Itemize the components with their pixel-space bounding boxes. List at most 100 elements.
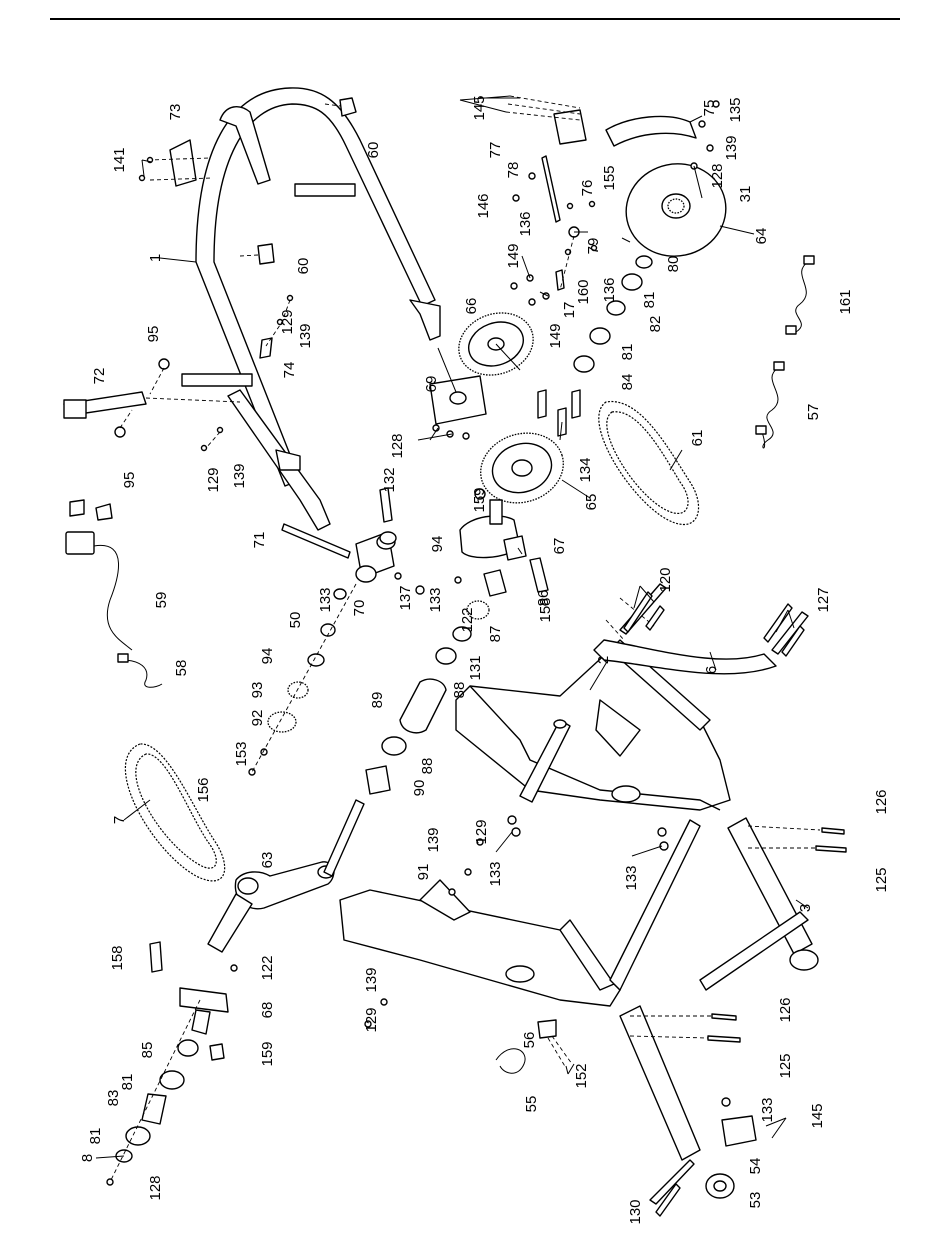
hub-67 — [454, 488, 549, 593]
part-label-p127: 127 — [815, 587, 832, 612]
part-label-p54: 54 — [747, 1158, 764, 1175]
crank-arm-63 — [207, 799, 365, 953]
part-label-p61: 61 — [689, 430, 706, 447]
part-label-p152: 152 — [573, 1063, 590, 1088]
part-label-p156: 156 — [195, 777, 212, 802]
part-label-p129d: 129 — [363, 1007, 380, 1032]
bearing-94a — [379, 531, 397, 545]
part-label-p93: 93 — [249, 682, 266, 699]
part-label-p133c: 133 — [487, 861, 504, 886]
part-label-p58: 58 — [173, 660, 190, 677]
belt-7 — [124, 743, 226, 882]
part-label-p81d: 81 — [87, 1128, 104, 1145]
part-label-p64: 64 — [753, 228, 770, 245]
part-label-p94b: 94 — [259, 648, 276, 665]
base-frame — [339, 819, 701, 1007]
wire-harness-161 — [785, 255, 815, 335]
end-caps-60 — [239, 97, 357, 265]
axle-stack — [365, 569, 507, 795]
part-label-p133b: 133 — [427, 587, 444, 612]
crank-stack — [248, 572, 425, 776]
wire-71 — [281, 523, 351, 559]
part-label-p132: 132 — [381, 467, 398, 492]
part-label-p77: 77 — [487, 142, 504, 159]
part-label-p133e: 133 — [759, 1097, 776, 1122]
part-label-p90: 90 — [411, 780, 428, 797]
part-label-p125b: 125 — [777, 1053, 794, 1078]
part-label-p70: 70 — [351, 600, 368, 617]
part-label-p129b: 129 — [205, 467, 222, 492]
part-label-p146: 146 — [475, 193, 492, 218]
fasteners-upper-left — [138, 156, 294, 452]
part-label-p84: 84 — [619, 374, 636, 391]
flywheel-64 — [625, 162, 727, 257]
handlebar-frame — [181, 87, 441, 531]
part-label-p95a: 95 — [145, 326, 162, 343]
cover-75 — [505, 95, 720, 152]
hub-69 — [429, 375, 487, 440]
part-label-p89: 89 — [369, 692, 386, 709]
part-label-p85: 85 — [139, 1042, 156, 1059]
part-label-p149a: 149 — [505, 243, 522, 268]
part-label-p133a: 133 — [317, 587, 334, 612]
bearing-stack-right — [573, 255, 653, 373]
part-label-p122a: 122 — [459, 607, 476, 632]
part-label-p136b: 136 — [601, 277, 618, 302]
part-label-p68: 68 — [259, 1002, 276, 1019]
part-label-p3: 3 — [797, 904, 814, 912]
part-label-p79: 79 — [585, 238, 602, 255]
part-label-p91: 91 — [415, 864, 432, 881]
part-label-p126b: 126 — [777, 997, 794, 1022]
part-label-p63: 63 — [259, 852, 276, 869]
part-label-p53: 53 — [747, 1192, 764, 1209]
part-label-p74: 74 — [281, 362, 298, 379]
part-label-p135: 135 — [727, 97, 744, 122]
part-label-p129c: 129 — [473, 819, 490, 844]
part-label-p136a: 136 — [517, 211, 534, 236]
part-label-p145b: 145 — [809, 1103, 826, 1128]
part-label-p6: 6 — [703, 666, 720, 674]
part-label-p8: 8 — [79, 1154, 96, 1162]
part-label-p160: 160 — [575, 279, 592, 304]
part-label-p78: 78 — [505, 162, 522, 179]
part-label-p55: 55 — [523, 1096, 540, 1113]
wire-harness-57 — [755, 361, 785, 449]
screws-149 — [510, 274, 550, 306]
part-label-p128a: 128 — [709, 163, 726, 188]
callout-leaders — [95, 95, 809, 1159]
part-label-p159b: 159 — [259, 1041, 276, 1066]
part-label-p158b: 158 — [109, 945, 126, 970]
part-label-p66: 66 — [463, 298, 480, 315]
part-label-p137: 137 — [397, 585, 414, 610]
part-label-p139d: 139 — [425, 827, 442, 852]
bolts-134 — [537, 389, 581, 437]
part-label-p141: 141 — [111, 147, 128, 172]
part-label-p57: 57 — [805, 404, 822, 421]
part-label-p94a: 94 — [429, 536, 446, 553]
part-label-p153: 153 — [233, 741, 250, 766]
part-label-p60b: 60 — [295, 258, 312, 275]
header-rule — [50, 18, 900, 20]
part-label-p75: 75 — [701, 100, 718, 117]
part-label-p71: 71 — [251, 532, 268, 549]
part-label-p17: 17 — [561, 302, 578, 319]
handgrip-72 — [63, 358, 241, 438]
part-label-p159a: 159 — [471, 487, 488, 512]
bracket-73 — [147, 139, 213, 187]
belt-61 — [598, 401, 699, 526]
part-label-p120: 120 — [657, 567, 674, 592]
part-label-p73: 73 — [167, 104, 184, 121]
part-label-p1: 1 — [147, 254, 164, 262]
rear-stabilizer-3 — [619, 817, 819, 1161]
part-label-p149b: 149 — [547, 323, 564, 348]
part-label-p2: 2 — [595, 656, 612, 664]
part-label-p158a: 158 — [537, 597, 554, 622]
part-label-p129a: 129 — [279, 309, 296, 334]
part-label-p155: 155 — [601, 165, 618, 190]
part-label-p139c: 139 — [231, 463, 248, 488]
part-label-p65: 65 — [583, 494, 600, 511]
part-label-p139a: 139 — [723, 135, 740, 160]
part-label-p81a: 81 — [641, 292, 658, 309]
part-label-p131: 131 — [467, 655, 484, 680]
